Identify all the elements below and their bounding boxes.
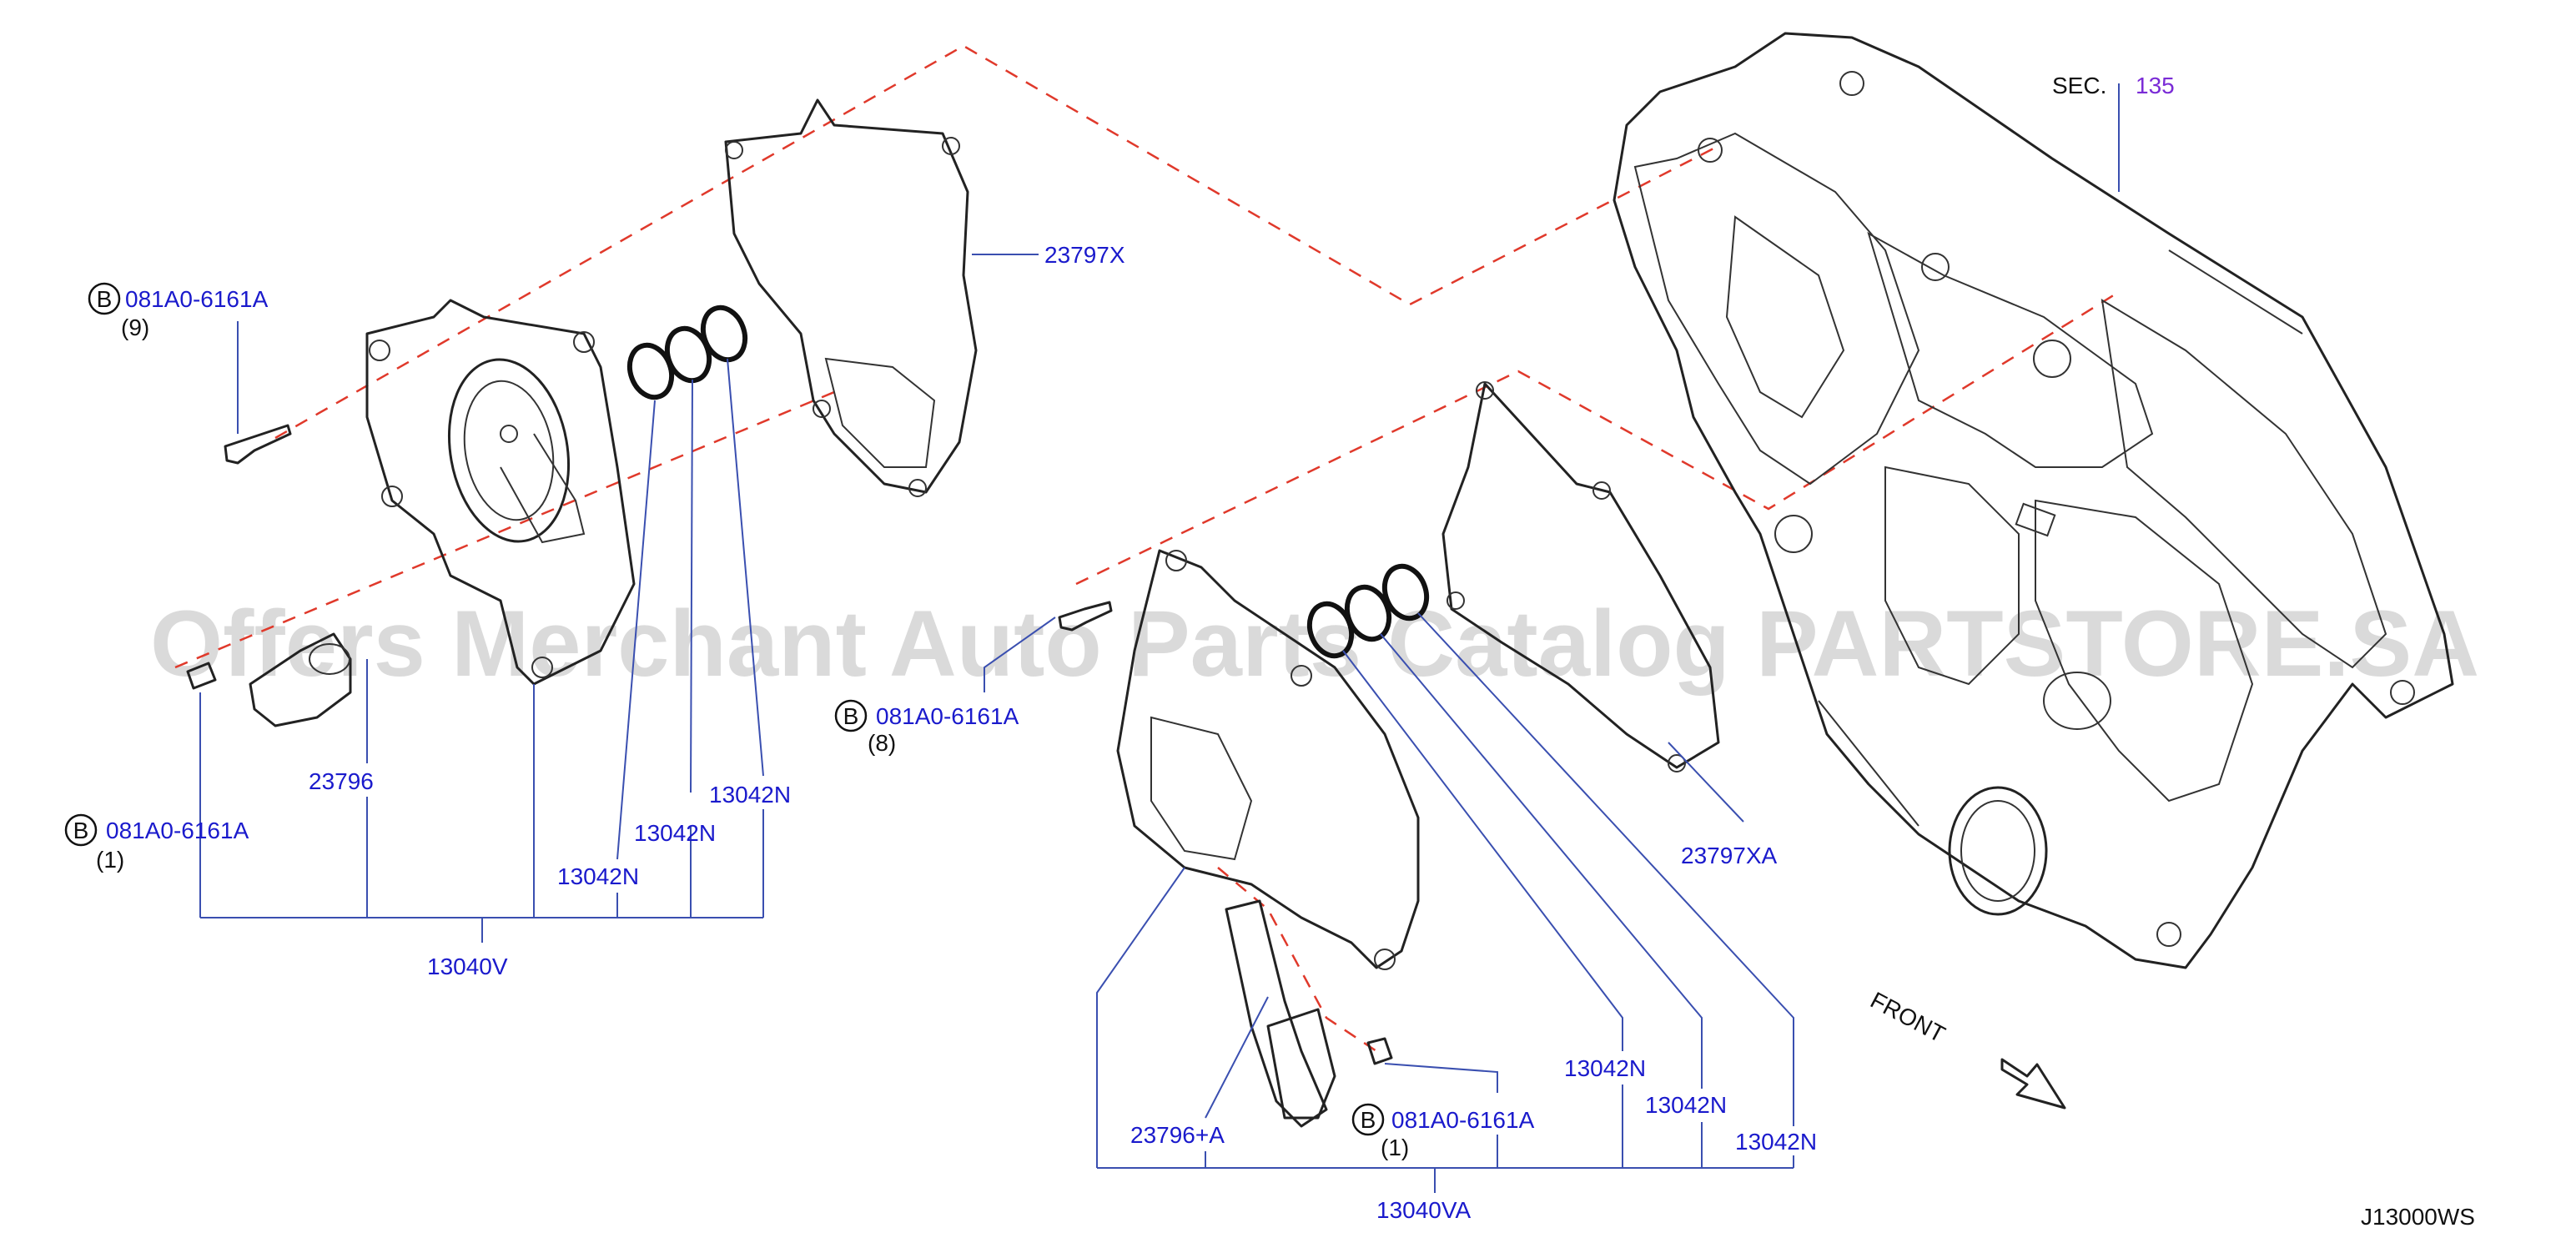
label-solenoid-right[interactable]: 23796+A [1130,1122,1225,1148]
label-oring-left-3[interactable]: 13042N [709,782,791,808]
bolt-marker-bottom-right: B [1351,1103,1385,1136]
bolt-marker-letter: B [843,703,859,729]
label-oring-right-2[interactable]: 13042N [1645,1092,1727,1118]
bolt-marker-letter: B [1361,1107,1376,1133]
bolt-marker-bottom-left: B [64,813,98,847]
valve-timing-cover-right [1116,549,1420,970]
bolt-right-mid [1058,601,1113,632]
label-oring-right-3[interactable]: 13042N [1735,1129,1817,1155]
label-bolt-top-left-qty: (9) [121,315,149,340]
label-oring-left-2[interactable]: 13042N [634,820,716,846]
orings-right [1306,563,1430,659]
timing-chain-cover [1613,32,2454,969]
valve-timing-cover-left [365,299,636,686]
label-assembly-right[interactable]: 13040VA [1376,1197,1471,1223]
alignment-lines [174,44,2120,1053]
front-arrow-icon [2000,1058,2066,1110]
label-bolt-top-left[interactable]: 081A0-6161A [125,286,269,312]
sheet-code: J13000WS [2361,1204,2475,1230]
label-bolt-bottom-left-qty: (1) [96,847,124,873]
bolt-marker-mid: B [834,699,868,732]
label-solenoid-left[interactable]: 23796 [309,768,374,794]
bolt-marker-letter: B [73,818,89,843]
bolt-marker-letter: B [97,286,113,312]
label-bolt-bottom-right-qty: (1) [1381,1135,1409,1160]
gasket-right [1441,381,1720,772]
bolt-marker-top-left: B [88,282,121,315]
label-bolt-bottom-right[interactable]: 081A0-6161A [1391,1107,1535,1133]
section-number-link[interactable]: 135 [2136,73,2175,98]
section-prefix: SEC. [2052,73,2106,98]
bolt-left-top [224,424,292,465]
orings-left [626,304,748,400]
label-bolt-mid-qty: (8) [868,730,896,756]
label-assembly-left[interactable]: 13040V [427,954,508,979]
gasket-left [724,98,978,497]
label-bolt-bottom-left[interactable]: 081A0-6161A [106,818,249,843]
label-gasket-left[interactable]: 23797X [1044,242,1125,268]
solenoid-left [186,632,352,727]
label-oring-right-1[interactable]: 13042N [1564,1055,1646,1081]
front-label: FRONT [1866,987,1950,1048]
solenoid-right [1225,899,1393,1128]
leader-lines [199,83,2120,1193]
label-bolt-mid[interactable]: 081A0-6161A [876,703,1019,729]
label-oring-left-1[interactable]: 13042N [557,863,639,889]
label-gasket-right[interactable]: 23797XA [1681,843,1778,868]
